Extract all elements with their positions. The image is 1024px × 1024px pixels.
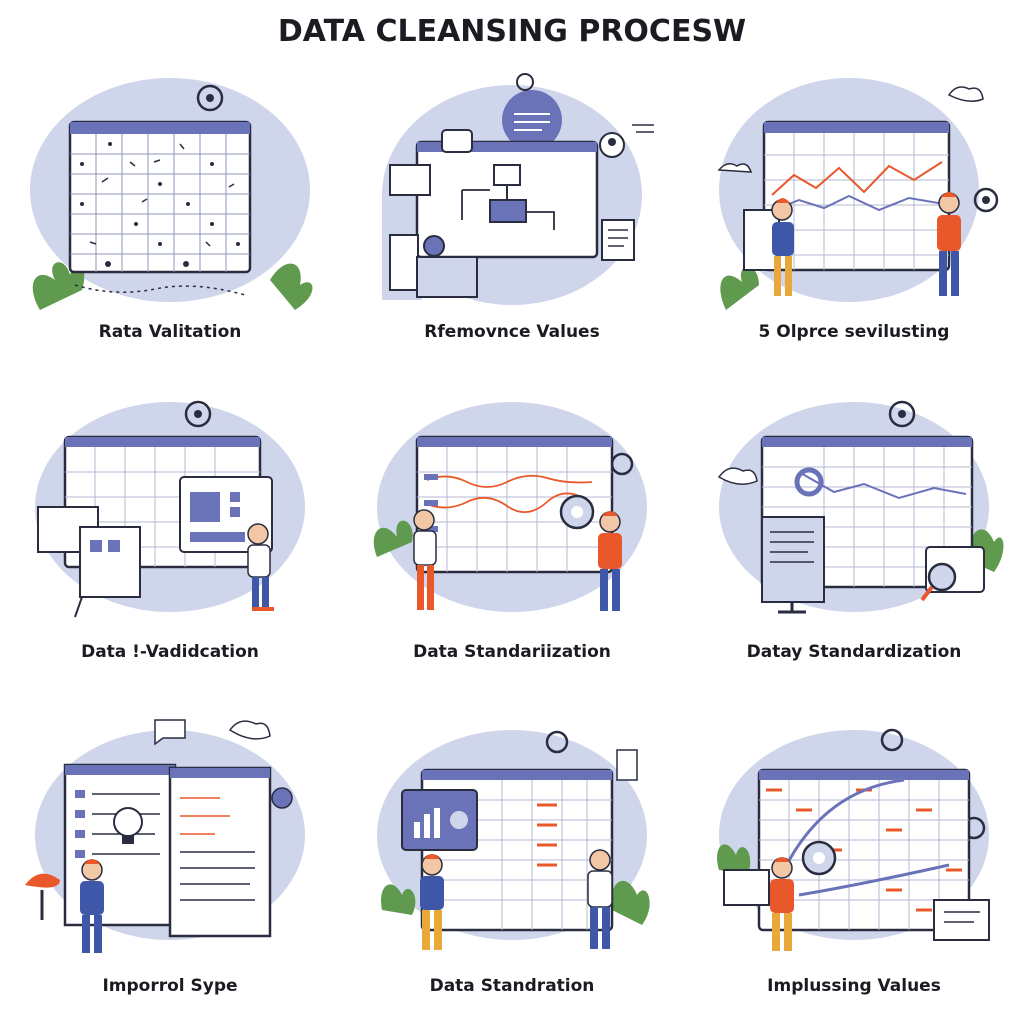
panel-data-standration: Data Standration xyxy=(362,710,662,1010)
page-title: DATA CLEANSING PROCESW xyxy=(277,14,747,49)
gear-icon xyxy=(880,728,904,752)
person-right xyxy=(598,511,622,611)
panel-data-validation: Rata Valitation xyxy=(20,70,320,370)
panel-caption: Data !-Vadidcation xyxy=(81,642,259,662)
board-person-illustration xyxy=(35,400,305,618)
user-icon xyxy=(599,132,625,158)
person xyxy=(770,857,794,951)
table-monitor-illustration xyxy=(717,400,1004,614)
person-right xyxy=(587,849,613,949)
panel-caption: Data Standration xyxy=(429,976,595,996)
person-left xyxy=(420,854,444,950)
panel-caption: Rfemovnce Values xyxy=(424,322,600,342)
gear-icon xyxy=(184,400,212,428)
dashboard-people-illustration xyxy=(377,730,650,950)
chart-people-illustration xyxy=(717,78,999,310)
gear-icon xyxy=(545,730,569,754)
panel-caption: Data Standarіization xyxy=(413,642,611,662)
flow-diagram-illustration xyxy=(382,73,654,305)
badge-icon xyxy=(271,787,293,809)
panel-caption: 5 Olprce sevilusting xyxy=(758,322,950,342)
panel-data-standardization-1: Data Standarіization xyxy=(362,392,662,692)
person-left xyxy=(413,509,437,610)
panel-price-adjusting: 5 Olprce sevilusting xyxy=(704,70,1004,370)
magnifier-icon xyxy=(920,562,957,602)
gear-icon xyxy=(516,73,534,91)
panel-data-standardization-2: Datay Standardization xyxy=(704,392,1004,692)
panel-imputing-values: Implussing Values xyxy=(704,710,1004,1010)
document-icon xyxy=(601,219,635,261)
panel-remove-values: Rfemovnce Values xyxy=(362,70,662,370)
grid-people-illustration xyxy=(373,402,647,612)
panel-caption: Datay Standardization xyxy=(746,642,962,662)
panel-caption: Imporrol Sype xyxy=(102,976,238,996)
gear-icon xyxy=(973,187,999,213)
magnifier-icon xyxy=(559,494,595,530)
panel-import-type: Imporrol Sype xyxy=(20,710,320,1010)
gear-icon xyxy=(888,400,916,428)
person xyxy=(80,859,104,953)
magnifier-icon xyxy=(801,840,837,876)
person-left xyxy=(771,198,794,296)
panel-data-validation-2: Data !-Vadidcation xyxy=(20,392,320,692)
person-right xyxy=(937,192,961,296)
document-person-illustration xyxy=(25,719,305,953)
person xyxy=(247,523,274,611)
grid-magnifier-illustration xyxy=(717,728,990,951)
gear-icon xyxy=(196,84,224,112)
panel-caption: Rata Valitation xyxy=(98,322,242,342)
grid-marks-illustration xyxy=(30,78,313,310)
lightbulb-icon xyxy=(113,807,143,844)
panel-caption: Implussing Values xyxy=(767,976,941,996)
